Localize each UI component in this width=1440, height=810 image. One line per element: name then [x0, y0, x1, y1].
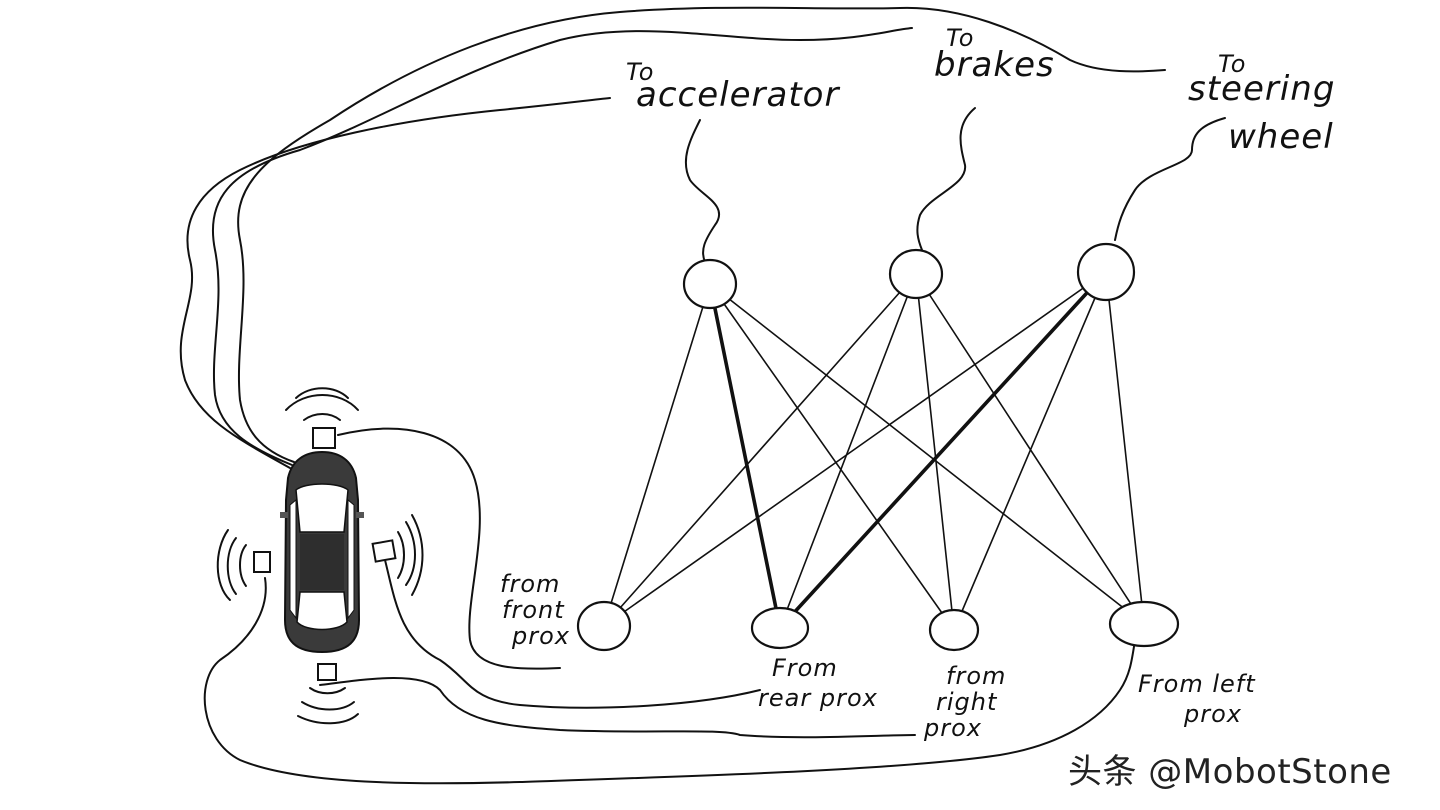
input-labels: from front prox From rear prox from righ…: [500, 570, 1256, 742]
edge-right-to-accelerator: [709, 283, 955, 631]
rear-label-line1: From: [772, 654, 838, 682]
mirror-right-icon: [356, 512, 364, 518]
front-sensor-icon: [312, 427, 336, 449]
wire-brakes-to-node: [916, 107, 976, 251]
edge-rear-to-brakes: [779, 273, 917, 629]
wire-steering-to-node: [1114, 117, 1226, 241]
steering-label-name: steering: [1188, 69, 1335, 109]
wire-accelerator-to-node: [684, 119, 721, 263]
left-sensor-icon: [253, 551, 271, 573]
steering-label-wheel: wheel: [1228, 117, 1334, 157]
left-sensor-waves-icon: [216, 529, 247, 601]
edge-left-to-brakes: [915, 273, 1145, 625]
edge-left-to-accelerator: [709, 283, 1145, 625]
rear-sensor-icon: [317, 663, 337, 681]
edge-front-to-brakes: [603, 273, 917, 627]
node-accelerator: [682, 258, 738, 310]
input-wires: [203, 427, 1136, 785]
wire-to-brakes: [211, 27, 913, 466]
node-rear: [750, 606, 810, 650]
edge-rear-to-accelerator: [708, 282, 782, 630]
car-side-left: [289, 498, 297, 620]
edge-right-to-steering: [953, 271, 1107, 631]
wire-to-steering: [237, 6, 1166, 463]
edge-left-to-steering: [1105, 271, 1145, 625]
edge-right-to-brakes: [915, 273, 955, 631]
edge-rear-to-steering: [778, 270, 1108, 630]
car-windshield: [295, 483, 349, 533]
accelerator-label-name: accelerator: [636, 75, 840, 115]
front-label-line3: prox: [511, 622, 570, 650]
wire-to-accelerator: [179, 97, 611, 469]
wire-left-sensor: [203, 577, 1136, 785]
car-rear-window: [296, 591, 348, 631]
front-label-line1: from: [500, 570, 560, 598]
steering-label-to: To: [1218, 50, 1246, 78]
connection-edges: [603, 270, 1145, 631]
rear-sensor-waves-icon: [297, 687, 359, 725]
right-label-line1: from: [946, 662, 1006, 690]
right-sensor-icon: [371, 539, 397, 563]
edge-front-to-accelerator: [603, 283, 711, 627]
accelerator-label-to: To: [626, 58, 654, 86]
network-nodes: [576, 242, 1180, 652]
brakes-label-to: To: [946, 24, 974, 52]
node-right: [928, 608, 980, 652]
front-label-line2: front: [502, 596, 565, 624]
car-illustration: [280, 450, 364, 654]
mirror-left-icon: [280, 512, 288, 518]
wire-front-sensor: [337, 427, 561, 670]
node-brakes: [888, 248, 944, 300]
right-label-line3: prox: [923, 714, 982, 742]
wire-rear-sensor: [319, 677, 916, 739]
right-label-line2: right: [936, 688, 998, 716]
output-wires: [179, 6, 1226, 469]
left-label-line1: From left: [1138, 670, 1256, 698]
right-sensor-waves-icon: [397, 514, 424, 596]
output-labels: To accelerator To brakes To steering whe…: [626, 24, 1335, 157]
car-roof: [300, 534, 344, 590]
car-side-right: [347, 498, 355, 620]
node-left: [1108, 600, 1180, 648]
node-front: [576, 600, 632, 652]
node-steering: [1076, 242, 1136, 302]
front-sensor-waves-icon: [285, 387, 359, 421]
left-label-line2: prox: [1183, 700, 1242, 728]
wire-right-sensor: [384, 559, 761, 709]
brakes-label-name: brakes: [934, 45, 1055, 85]
proximity-sensors: [216, 387, 424, 725]
rear-label-line2: rear prox: [758, 684, 878, 712]
edge-front-to-steering: [603, 271, 1107, 627]
watermark: 头条 @MobotStone: [1068, 752, 1392, 792]
